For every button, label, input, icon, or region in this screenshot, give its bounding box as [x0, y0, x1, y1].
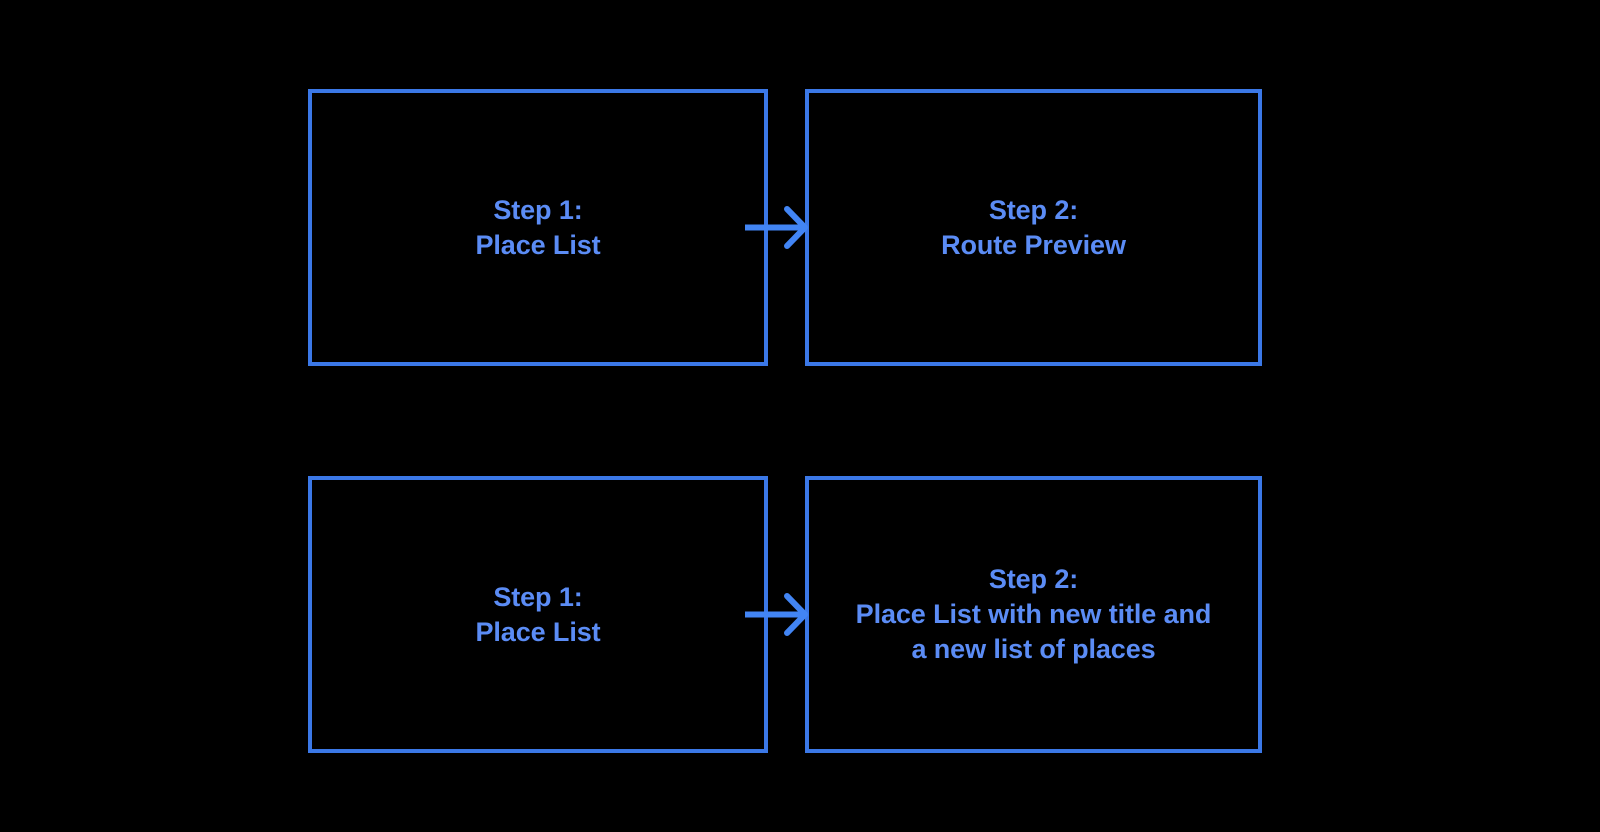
step-box-top-step-1[interactable]: Step 1: Place List: [308, 89, 768, 366]
step-box-bottom-step-2[interactable]: Step 2: Place List with new title and a …: [805, 476, 1262, 753]
step-box-bottom-step-1[interactable]: Step 1: Place List: [308, 476, 768, 753]
flow-row-route-preview: Step 1: Place List Step 2: Route Preview: [0, 82, 1600, 372]
step-box-label: Step 2: Place List with new title and a …: [855, 564, 1212, 664]
flow-row-new-place-list: Step 1: Place List Step 2: Place List wi…: [0, 469, 1600, 759]
step-box-top-step-2[interactable]: Step 2: Route Preview: [805, 89, 1262, 366]
step-box-label: Step 2: Route Preview: [941, 194, 1126, 260]
step-box-label: Step 1: Place List: [475, 581, 601, 647]
step-box-label: Step 1: Place List: [475, 194, 601, 260]
